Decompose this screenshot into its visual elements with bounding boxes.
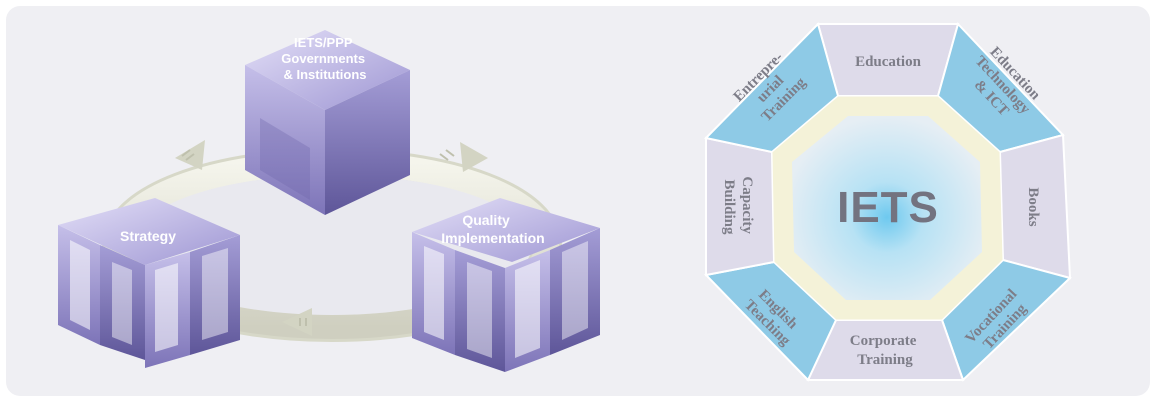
cube-quality-line-2: Implementation [441, 230, 544, 246]
arrow-head-bottom [282, 308, 312, 336]
cube-governments-line-1: IETS/PPP [294, 35, 353, 50]
svg-text:Strategy: Strategy [120, 228, 176, 244]
cube-governments: IETS/PPP Governments & Institutions [245, 30, 410, 215]
segment-capacity-building-label: Capacity Building [721, 176, 755, 237]
cube-strategy-line-1: Strategy [120, 228, 176, 244]
segment-education-label: Education [855, 54, 922, 70]
arrow-head-left [175, 140, 205, 170]
cycle-diagram: IETS/PPP Governments & Institutions Stra… [58, 30, 600, 372]
cube-governments-line-3: & Institutions [283, 67, 366, 82]
core-label: IETS [837, 183, 939, 232]
cube-strategy: Strategy [58, 198, 240, 368]
arrow-head-right [439, 142, 488, 172]
svg-text:IETS/PPP Governments: IETS/PPP Governments & Institutions [281, 35, 368, 82]
iets-octagon-diagram: IETS Education Education Technology & IC… [703, 22, 1072, 382]
segment-books-label: Books [1025, 187, 1041, 226]
svg-text:Quality Implementation: Quality Implementation [441, 212, 544, 246]
cube-governments-line-2: Governments [281, 51, 365, 66]
segment-corporate-training-label: Corporate Training [850, 333, 920, 368]
octagon-core [792, 116, 982, 300]
cube-quality-line-1: Quality [462, 212, 510, 228]
cube-quality: Quality Implementation [412, 198, 600, 372]
